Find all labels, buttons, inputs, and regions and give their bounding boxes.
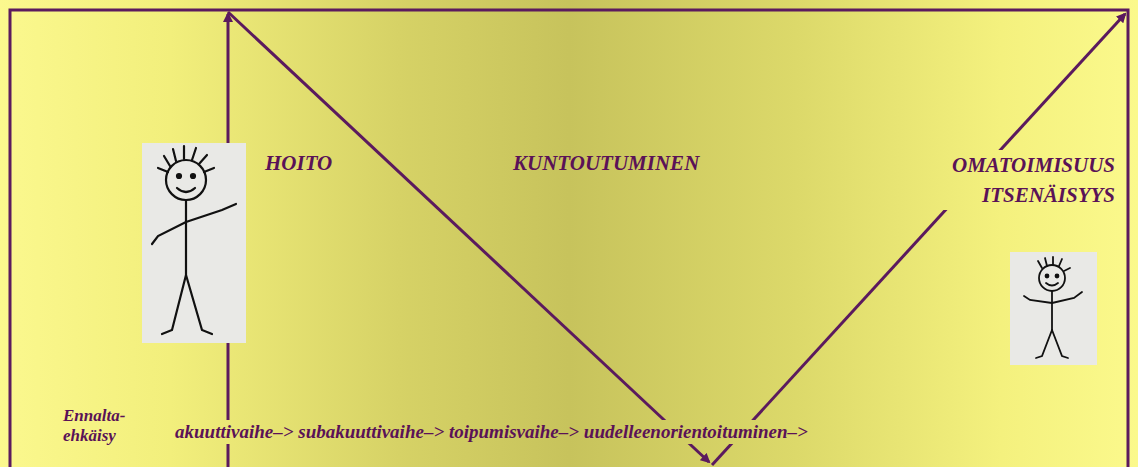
phase-heading: KUNTOUTUMINEN xyxy=(510,150,702,176)
decline-line xyxy=(228,12,709,462)
frame xyxy=(10,10,1128,467)
phase-sequence: akuuttivaihe–> subakuuttivaihe–> toipumi… xyxy=(172,420,811,444)
phase-heading: OMATOIMISUUS ITSENÄISYYS xyxy=(852,150,1118,210)
small-stick-figure xyxy=(1010,252,1097,365)
large-stick-figure xyxy=(142,143,246,343)
prevention-label: Ennalta- ehkäisy xyxy=(60,406,144,446)
recovery-arrow xyxy=(712,14,1125,465)
phase-heading: HOITO xyxy=(262,150,335,176)
